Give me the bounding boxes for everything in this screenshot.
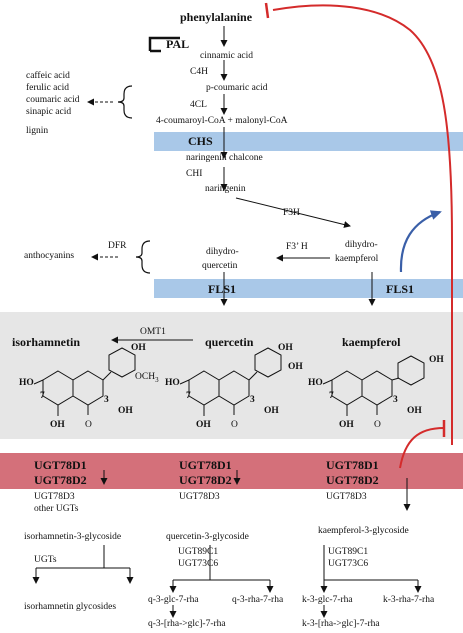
q-oh-top: OH — [278, 343, 293, 353]
q-glc-rha-label: q-3-glc-7-rha — [148, 595, 199, 605]
naringenin-chalcone-label: naringenin chalcone — [186, 153, 263, 163]
feedback-inhibition — [264, 2, 453, 469]
brace-acids — [117, 85, 133, 119]
q-o-4: O — [231, 420, 238, 430]
q-pos7: 7 — [186, 391, 191, 401]
chi-label: CHI — [186, 169, 203, 179]
iso-pos7: 7 — [40, 391, 45, 401]
phenylalanine-label: phenylalanine — [180, 10, 253, 24]
ugts-label: UGTs — [34, 555, 57, 565]
iso-ho: HO — [19, 378, 34, 388]
k-oh-5: OH — [339, 420, 354, 430]
iso-o-4: O — [85, 420, 92, 430]
isorhamnetin-glycoside-label: isorhamnetin-3-glycoside — [24, 532, 122, 542]
ugt-band — [0, 453, 463, 489]
chs-label: CHS — [188, 134, 213, 148]
dihydroquercetin-label-1: dihydro- — [206, 247, 239, 257]
dihydrokaempferol-label-2: kaempferol — [335, 254, 379, 264]
ugt78d3-right: UGT78D3 — [326, 492, 367, 502]
coumaroyl-coa-label: 4-coumaroyl-CoA + malonyl-CoA — [156, 116, 288, 126]
4cl-label: 4CL — [190, 100, 207, 110]
isorhamnetin-glycosides-label: isorhamnetin glycosides — [24, 602, 117, 612]
brace-dfr — [135, 240, 151, 274]
ugt78d2-label-mid: UGT78D2 — [179, 473, 232, 487]
k-pos3: 3 — [393, 395, 398, 405]
k-ho: HO — [308, 378, 323, 388]
naringenin-label: naringenin — [205, 184, 246, 194]
ugt78d1-label-right: UGT78D1 — [326, 458, 379, 472]
k-glc-rha-label: k-3-glc-7-rha — [302, 595, 353, 605]
p-coumaric-acid-label: p-coumaric acid — [206, 83, 268, 93]
kaempferol-glycoside-label: kaempferol-3-glycoside — [318, 526, 409, 536]
dfr-label: DFR — [108, 241, 127, 251]
iso-pos3: 3 — [104, 395, 109, 405]
ugt78d3-left: UGT78D3 — [34, 492, 75, 502]
pal-label: PAL — [166, 37, 190, 51]
ugt73c6-mid: UGT73C6 — [178, 559, 219, 569]
ugt78d2-label-left: UGT78D2 — [34, 473, 87, 487]
activation-arrow — [399, 210, 442, 273]
acid-caffeic: caffeic acid — [26, 71, 70, 81]
other-ugts-label: other UGTs — [34, 504, 79, 514]
acid-ferulic: ferulic acid — [26, 83, 69, 93]
dihydrokaempferol-label-1: dihydro- — [345, 240, 378, 250]
q-oh-5: OH — [196, 420, 211, 430]
cinnamic-acid-label: cinnamic acid — [200, 51, 254, 61]
kaempferol-label: kaempferol — [342, 335, 401, 349]
lignin-label: lignin — [26, 126, 49, 136]
ugt78d1-label-left: UGT78D1 — [34, 458, 87, 472]
dihydroquercetin-label-2: quercetin — [202, 261, 238, 271]
isorhamnetin-label: isorhamnetin — [12, 335, 81, 349]
ugt78d2-label-right: UGT78D2 — [326, 473, 379, 487]
q-ho: HO — [165, 378, 180, 388]
iso-oh-5: OH — [50, 420, 65, 430]
k-rha-rha-label: k-3-rha-7-rha — [383, 595, 435, 605]
c4h-label: C4H — [190, 67, 208, 77]
chs-band — [154, 132, 463, 151]
anthocyanins-label: anthocyanins — [24, 251, 75, 261]
q-oh-right: OH — [288, 362, 303, 372]
ugt78d1-label-mid: UGT78D1 — [179, 458, 232, 472]
f3prime-h-label: F3’ H — [286, 242, 308, 252]
flavonol-structures — [33, 347, 425, 416]
quercetin-label: quercetin — [205, 335, 254, 349]
arrow-naringenin-dhk — [235, 197, 351, 228]
iso-och3: OCH3 — [135, 372, 159, 384]
fls1-left-label: FLS1 — [208, 282, 237, 296]
k-oh-3: OH — [407, 406, 422, 416]
ugt78d3-mid: UGT78D3 — [179, 492, 220, 502]
ugt89c1-mid: UGT89C1 — [178, 547, 219, 557]
inhibition-line-flavonols — [399, 427, 445, 469]
omt1-label: OMT1 — [140, 327, 166, 337]
fls1-right-label: FLS1 — [386, 282, 415, 296]
ugt89c1-right: UGT89C1 — [328, 547, 369, 557]
flavonol-panel — [0, 312, 463, 439]
k-pos7: 7 — [329, 391, 334, 401]
iso-oh-top: OH — [131, 343, 146, 353]
k-oh-right: OH — [429, 355, 444, 365]
q-oh-3: OH — [264, 406, 279, 416]
f3h-label: F3H — [283, 208, 300, 218]
fls1-band — [154, 279, 463, 298]
ugt73c6-right: UGT73C6 — [328, 559, 369, 569]
inhibition-line-phenylalanine — [272, 4, 453, 445]
k-o-4: O — [374, 420, 381, 430]
pal-inhibition-bracket — [148, 36, 180, 51]
q-rha-rha-label: q-3-rha-7-rha — [232, 595, 284, 605]
q-rha-glc-rha-label: q-3-[rha->glc]-7-rha — [148, 619, 226, 629]
q-pos3: 3 — [250, 395, 255, 405]
k-rha-glc-rha-label: k-3-[rha->glc]-7-rha — [302, 619, 380, 629]
quercetin-glycoside-label: quercetin-3-glycoside — [166, 532, 249, 542]
iso-oh-3: OH — [118, 406, 133, 416]
acid-coumaric: coumaric acid — [26, 95, 80, 105]
acid-sinapic: sinapic acid — [26, 107, 72, 117]
